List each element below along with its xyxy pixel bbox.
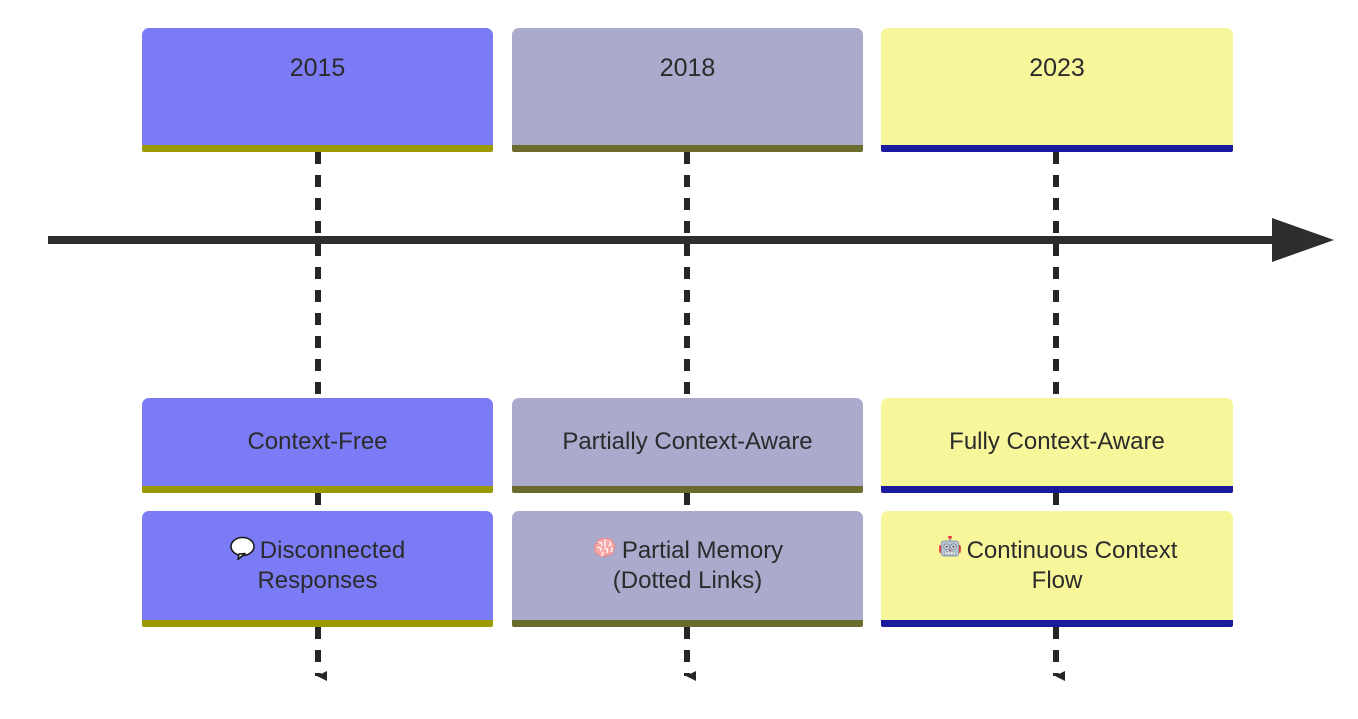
state-label-2023: Fully Context-Aware xyxy=(949,428,1165,456)
era-label-2015: 2015 xyxy=(289,54,346,83)
detail-label-2023: Continuous Context Flow xyxy=(966,537,1178,594)
era-label-2023: 2023 xyxy=(1029,54,1085,83)
era-box-2015[interactable]: 2015 xyxy=(142,28,493,152)
detail-box-disconnected-responses[interactable]: Disconnected Responses xyxy=(142,511,493,627)
state-box-partially-context-aware[interactable]: Partially Context-Aware xyxy=(512,398,863,493)
detail-box-partial-memory[interactable]: Partial Memory (Dotted Links) xyxy=(512,511,863,627)
detail-label-2015: Disconnected Responses xyxy=(257,537,406,594)
time-axis-arrow xyxy=(48,218,1334,262)
state-box-context-free[interactable]: Context-Free xyxy=(142,398,493,493)
speech-balloon-icon xyxy=(229,536,256,561)
state-label-2015: Context-Free xyxy=(247,428,388,456)
detail-box-continuous-context-flow[interactable]: Continuous Context Flow xyxy=(881,511,1233,627)
state-box-fully-context-aware[interactable]: Fully Context-Aware xyxy=(881,398,1233,493)
state-label-2018: Partially Context-Aware xyxy=(562,428,813,456)
era-label-2018: 2018 xyxy=(659,54,716,83)
detail-label-2018: Partial Memory (Dotted Links) xyxy=(612,537,784,594)
era-box-2018[interactable]: 2018 xyxy=(512,28,863,152)
era-box-2023[interactable]: 2023 xyxy=(881,28,1233,152)
robot-icon xyxy=(937,536,963,560)
brain-icon xyxy=(592,536,618,560)
